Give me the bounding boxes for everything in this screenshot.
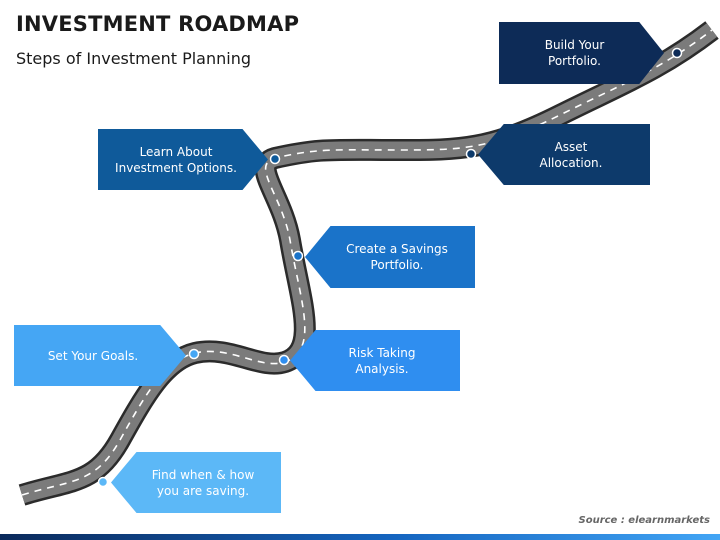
step-create-savings-portfolio: Create a Savings Portfolio. xyxy=(305,226,475,288)
step-label: Learn About Investment Options. xyxy=(115,144,237,175)
bottom-accent-bar xyxy=(0,534,720,540)
step-label: Build Your Portfolio. xyxy=(544,38,605,68)
step-label: Create a Savings Portfolio. xyxy=(346,242,448,272)
source-credit: Source : elearnmarkets xyxy=(578,515,711,526)
step-asset-allocation: Asset Allocation. xyxy=(478,124,650,185)
waypoint-marker-4 xyxy=(292,250,304,262)
waypoint-marker-1 xyxy=(671,47,683,59)
page-subtitle: Steps of Investment Planning xyxy=(16,49,251,68)
waypoint-marker-6 xyxy=(188,348,200,360)
step-learn-investment-options: Learn About Investment Options. xyxy=(98,129,268,190)
waypoint-marker-2 xyxy=(465,148,477,160)
step-set-goals: Set Your Goals. xyxy=(14,325,186,386)
step-label: Find when & how you are saving. xyxy=(151,467,255,498)
waypoint-marker-3 xyxy=(269,153,281,165)
step-label: Set Your Goals. xyxy=(47,348,139,363)
page-title: INVESTMENT ROADMAP xyxy=(16,12,300,36)
waypoint-marker-5 xyxy=(278,354,290,366)
step-label: Risk Taking Analysis. xyxy=(348,345,416,376)
step-label: Asset Allocation. xyxy=(539,139,603,170)
step-risk-taking-analysis: Risk Taking Analysis. xyxy=(290,330,460,391)
step-build-portfolio: Build Your Portfolio. xyxy=(499,22,664,84)
waypoint-marker-7 xyxy=(97,476,109,488)
step-find-saving: Find when & how you are saving. xyxy=(111,452,281,513)
